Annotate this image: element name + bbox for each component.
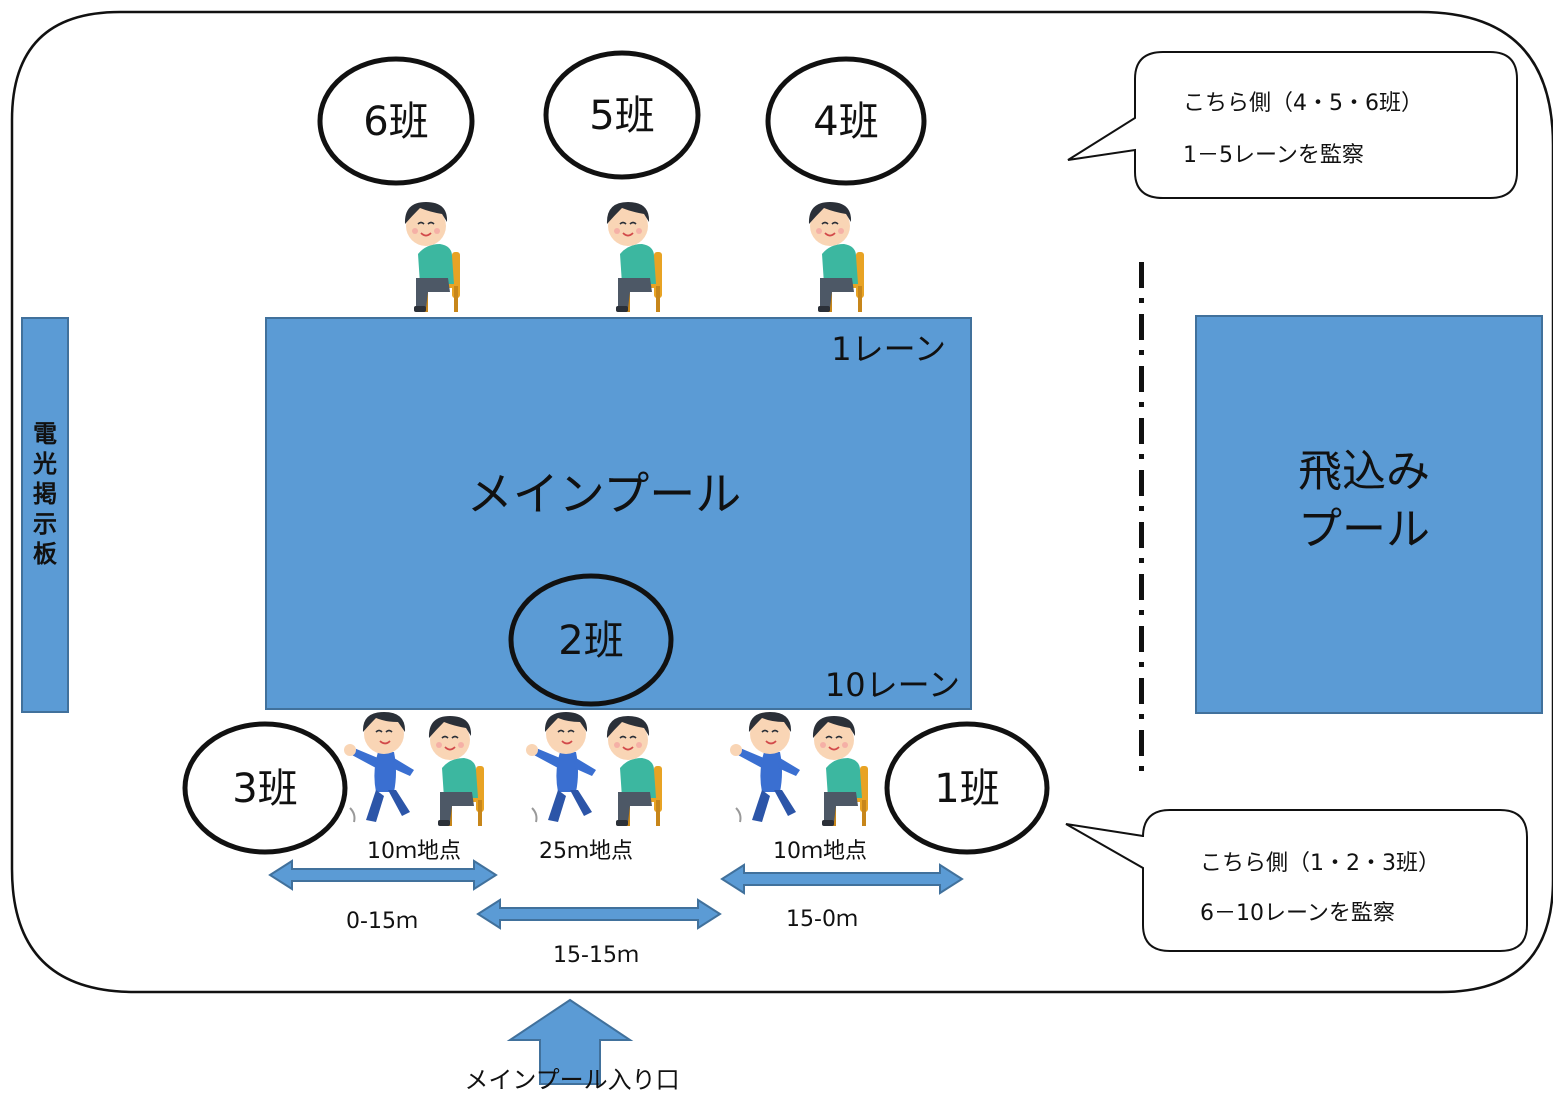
- svg-text:4班: 4班: [813, 99, 878, 145]
- callout-top: [1067, 51, 1518, 199]
- group-3-badge: 3班: [182, 721, 348, 855]
- seated-person-icon: [808, 201, 865, 313]
- running-person-icon: [343, 711, 415, 823]
- checkpoint-center-label: 25ｍ地点: [539, 839, 633, 864]
- group-5-badge: 5班: [543, 50, 701, 180]
- scoreboard-label: 電光掲示板: [32, 420, 58, 568]
- callout-top-line1: こちら側（4・5・6班）: [1183, 91, 1423, 116]
- running-person-icon: [729, 711, 801, 823]
- running-person-icon: [525, 711, 597, 823]
- seated-person-icon: [404, 201, 461, 313]
- svg-text:5班: 5班: [589, 93, 654, 139]
- double-arrow-icon: [720, 863, 964, 895]
- diving-pool-label-2: プール: [1298, 504, 1430, 555]
- pool-divider-line: [1139, 262, 1144, 771]
- main-pool: [265, 317, 972, 710]
- diving-pool-label-1: 飛込み: [1298, 446, 1430, 497]
- range-center-label: 15-15ｍ: [553, 943, 639, 968]
- main-pool-label: メインプール: [467, 467, 742, 521]
- entrance-label: メインプール入り口: [464, 1066, 679, 1094]
- seated-person-icon: [606, 715, 663, 827]
- callout-bottom-line2: 6－10レーンを監察: [1200, 901, 1395, 926]
- range-right-label: 15-0ｍ: [786, 907, 858, 932]
- seated-person-icon: [606, 201, 663, 313]
- up-arrow-icon: [506, 998, 634, 1085]
- checkpoint-right-label: 10ｍ地点: [773, 839, 867, 864]
- checkpoint-left-label: 10ｍ地点: [367, 839, 461, 864]
- group-6-badge: 6班: [317, 56, 475, 186]
- svg-text:1班: 1班: [934, 766, 999, 812]
- lane-10-label: 10レーン: [825, 666, 960, 704]
- callout-bottom: [1065, 809, 1528, 952]
- diving-pool: [1195, 315, 1543, 714]
- venue-outline: [10, 10, 1553, 994]
- svg-text:3班: 3班: [232, 766, 297, 812]
- double-arrow-icon: [476, 898, 722, 930]
- callout-top-line2: 1－5レーンを監察: [1183, 143, 1364, 168]
- seated-person-icon: [428, 715, 485, 827]
- svg-text:6班: 6班: [363, 99, 428, 145]
- svg-text:2班: 2班: [558, 618, 623, 664]
- callout-bottom-line1: こちら側（1・2・3班）: [1200, 851, 1440, 876]
- group-1-badge: 1班: [884, 721, 1050, 855]
- double-arrow-icon: [268, 859, 498, 891]
- lane-1-label: 1レーン: [831, 330, 946, 368]
- scoreboard: [21, 317, 69, 713]
- seated-person-icon: [812, 715, 869, 827]
- range-left-label: 0-15ｍ: [346, 909, 418, 934]
- group-4-badge: 4班: [765, 56, 927, 186]
- group-2-badge: 2班: [508, 573, 674, 707]
